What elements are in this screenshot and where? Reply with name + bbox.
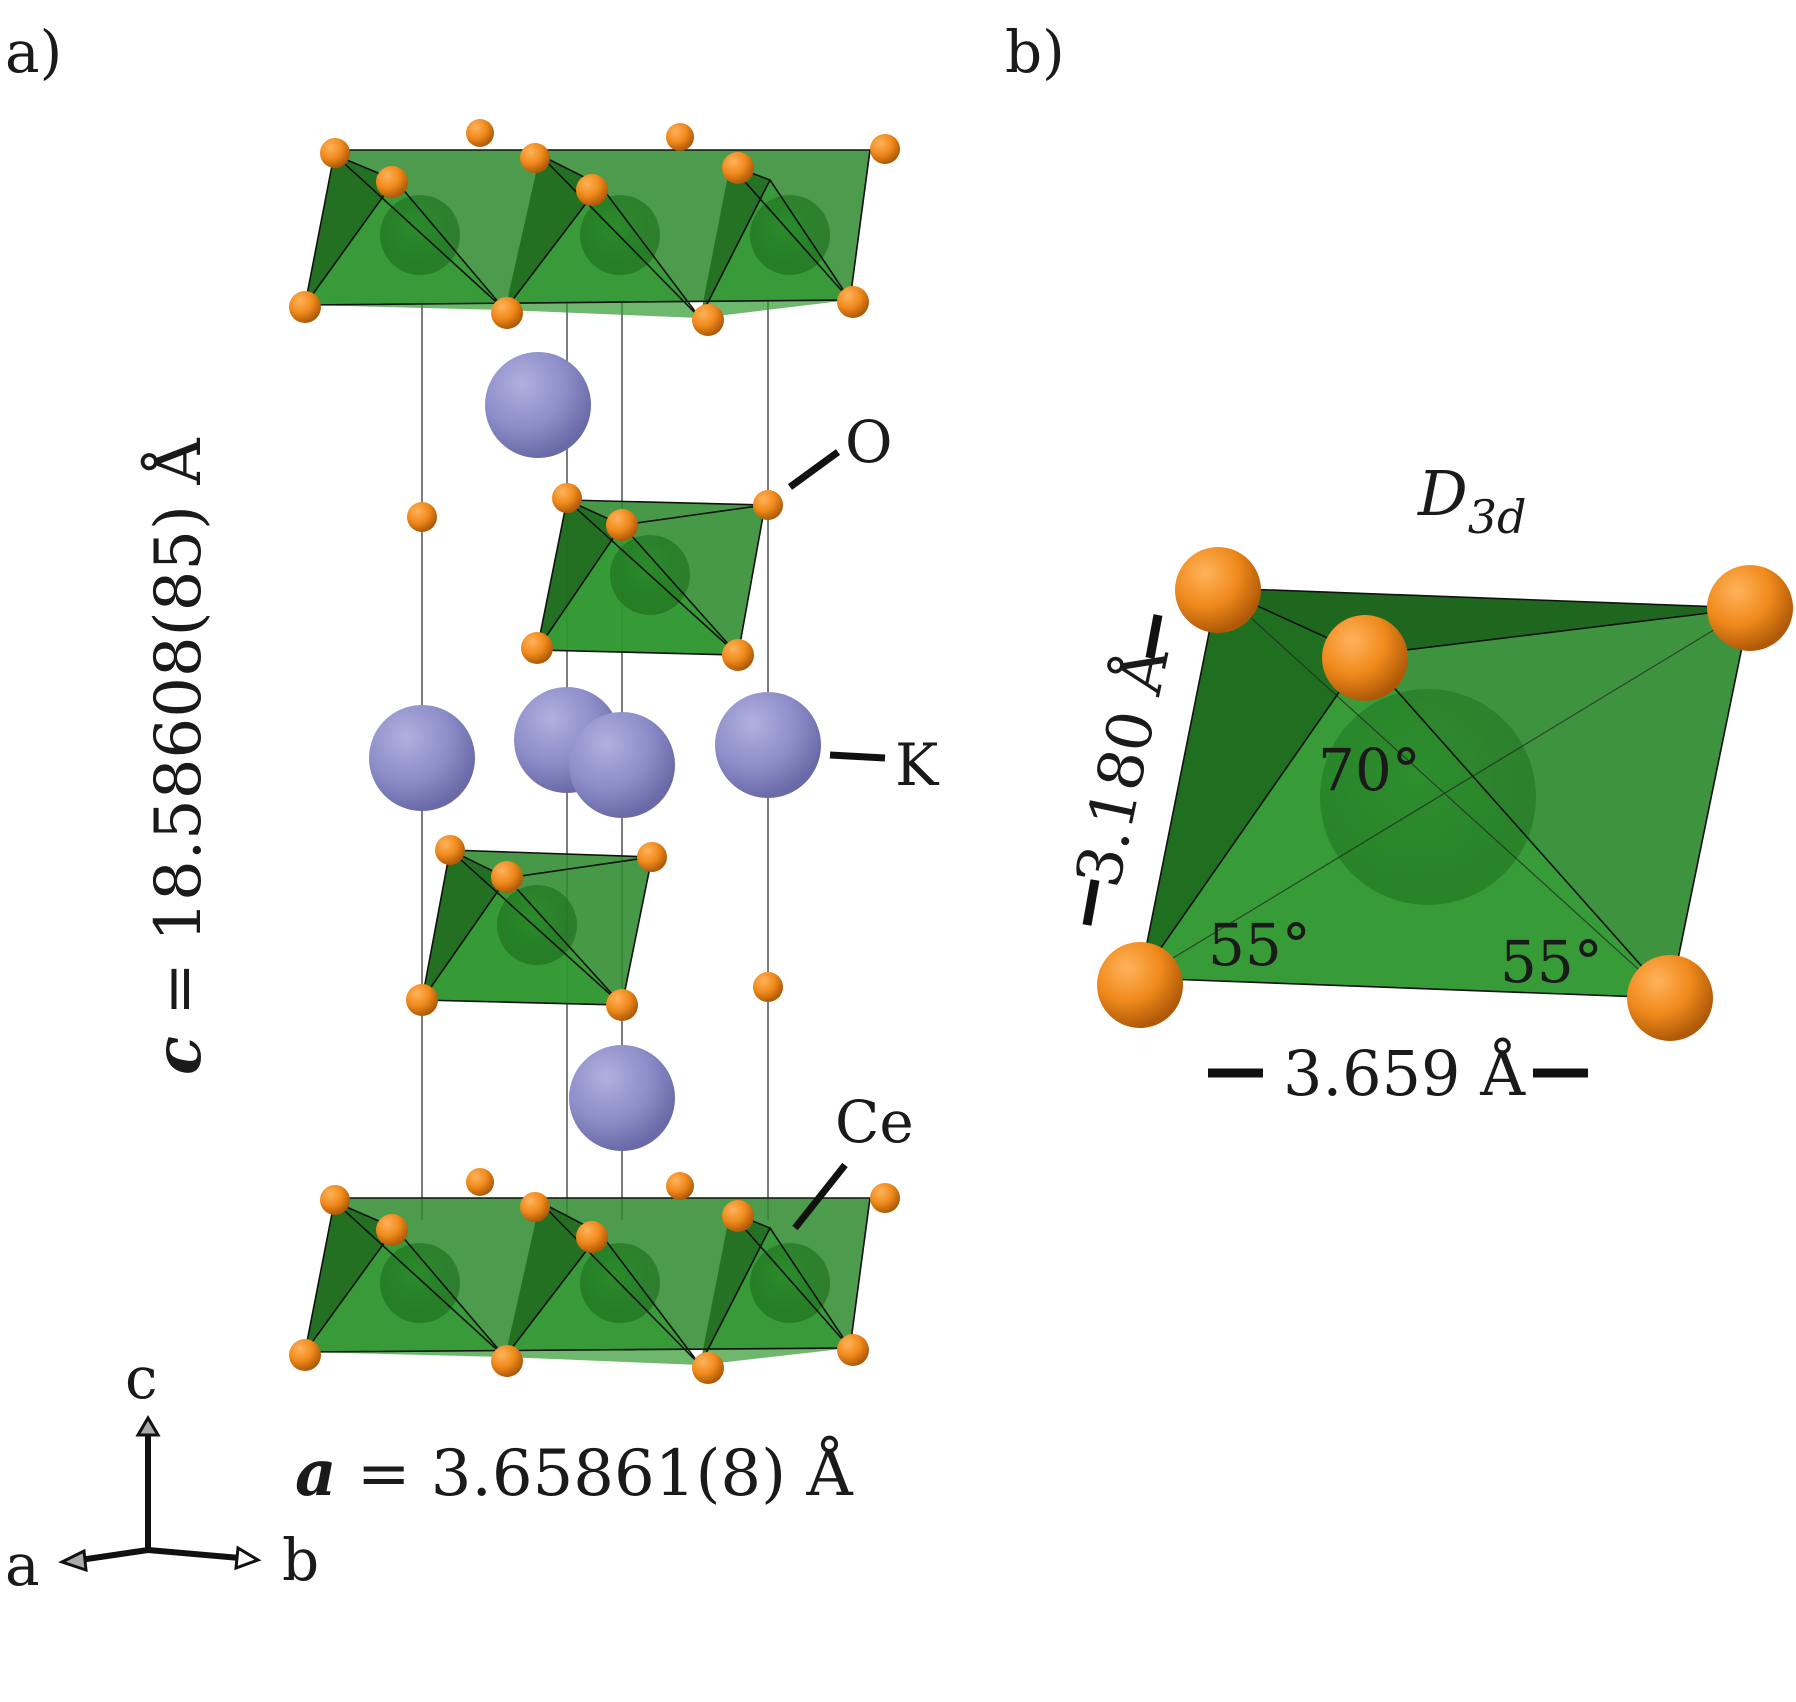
angle-right-label: 55° — [1500, 928, 1603, 996]
potassium-layer — [369, 687, 821, 818]
lattice-c-value: = 18.58608(85) Å — [141, 438, 216, 1036]
angle-top-label: 70° — [1318, 736, 1421, 804]
lattice-a-label: a = 3.65861(8) Å — [295, 1436, 853, 1511]
lattice-a-value: = 3.65861(8) Å — [336, 1436, 853, 1511]
cerium-label-leader — [792, 1162, 848, 1231]
potassium-label-leader — [829, 751, 886, 762]
panel-b-label: b) — [1005, 18, 1065, 86]
symmetry-subscript: 3d — [1468, 490, 1527, 544]
axis-b-label: b — [282, 1526, 319, 1594]
symmetry-main: D — [1417, 457, 1468, 530]
single-octahedron — [1097, 547, 1793, 1041]
axis-c-label: c — [125, 1344, 157, 1412]
oxygen-label-leader — [787, 449, 841, 490]
oxygen-label: O — [845, 408, 893, 476]
bottom-octahedra-layer — [304, 1197, 871, 1366]
top-octahedra-layer — [304, 149, 871, 319]
top-oxygen-atoms — [289, 119, 900, 336]
angle-left-label: 55° — [1208, 911, 1311, 979]
axis-triad — [58, 1415, 262, 1573]
potassium-atom — [485, 352, 591, 458]
axis-a-label: a — [5, 1531, 40, 1599]
panel-a-label: a) — [5, 18, 62, 86]
middle-upper-octahedron — [521, 483, 783, 671]
lattice-c-symbol: c — [141, 1036, 216, 1075]
short-bond-dimension — [1082, 614, 1163, 926]
middle-lower-octahedron — [406, 835, 667, 1021]
potassium-atom — [569, 1045, 675, 1151]
potassium-label: K — [895, 731, 940, 799]
lattice-c-label: c = 18.58608(85) Å — [141, 438, 216, 1075]
long-bond-label: 3.659 Å — [1283, 1037, 1526, 1110]
cerium-label: Ce — [835, 1088, 914, 1156]
bottom-oxygen-atoms — [289, 1168, 900, 1384]
oxygen-atom — [407, 502, 437, 532]
oxygen-atom — [753, 972, 783, 1002]
symmetry-label: D3d — [1417, 457, 1526, 544]
lattice-a-symbol: a — [295, 1436, 336, 1511]
